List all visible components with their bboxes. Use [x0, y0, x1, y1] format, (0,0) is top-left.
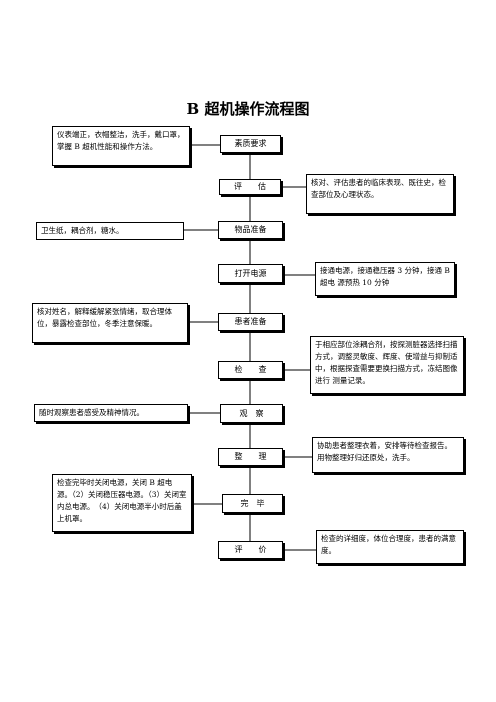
step-patient: 患者准备: [218, 313, 283, 331]
note-assess: 核对、评估患者的临床表现、既往史，检查部位及心理状态。: [306, 174, 454, 214]
note-power: 接通电源，接通稳压器 3 分钟，接通 B 超电 源预热 10 分钟: [315, 262, 455, 296]
step-power: 打开电源: [218, 264, 283, 283]
page-title: B 超机操作流程图: [186, 100, 310, 118]
step-assess: 评 估: [219, 179, 281, 195]
step-items: 物品准备: [218, 221, 283, 239]
step-exam: 检 查: [218, 361, 283, 379]
note-observe: 随时观察患者感受及精神情况。: [34, 404, 188, 422]
note-patient: 核对姓名，解释缓解紧张情绪，取合理体位，暴露检查部位，冬季注意保暖。: [32, 303, 188, 343]
note-quality: 仪表端正，衣帽整洁，洗手，戴口罩，掌握 B 超机性能和操作方法。: [52, 126, 190, 166]
note-exam: 于相应部位涂耦合剂，按探测脏器选择扫描方式，调整灵敏度、辉度、使增益与抑制适中，…: [310, 336, 464, 394]
step-quality: 素质要求: [220, 135, 281, 153]
step-finish: 完 毕: [222, 494, 283, 513]
step-tidy: 整 理: [218, 448, 283, 466]
note-tidy: 协助患者整理衣着，安排等待检查报告。用物整理好归还原处，洗手。: [312, 437, 464, 473]
note-evaluate: 检查的详细度，体位合理度，患者的满意度。: [316, 530, 464, 564]
step-evaluate: 评 价: [218, 541, 283, 559]
step-observe: 观 察: [220, 404, 283, 423]
note-items: 卫生纸，耦合剂，糖水。: [36, 222, 184, 240]
note-finish: 检查完毕时关闭电源，关闭 B 超电源。（2）关闭稳压器电源。（3）关闭室内总电源…: [52, 474, 192, 532]
